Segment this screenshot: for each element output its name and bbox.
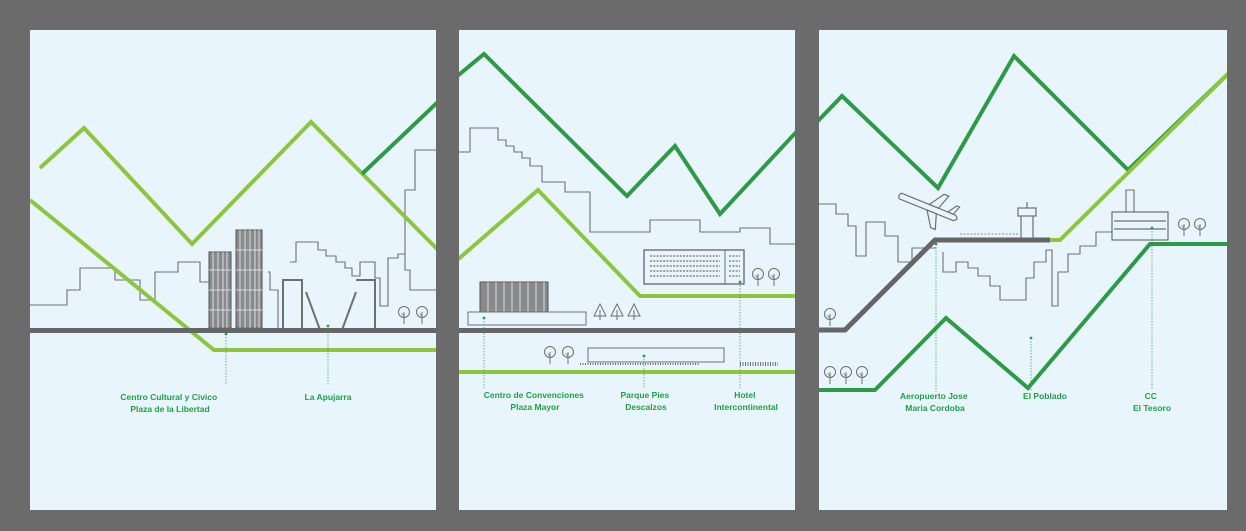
label-aeropuerto: Aeropuerto Jose Maria Cordoba [900,391,970,413]
label-centro-convenciones: Centro de Convenciones Plaza Mayor [484,390,587,412]
panel-1: Centro Cultural y Civico Plaza de la Lib… [30,30,436,510]
panel-1-light-green-route [38,119,436,251]
alpujarra-towers [282,279,376,331]
cc-el-tesoro-building [1111,211,1169,241]
label-cc-el-tesoro: CC El Tesoro [1133,391,1171,413]
panel-2-skyline [459,127,795,245]
panel-3-dark-green-ground [819,242,1227,392]
panel-1-sky [30,30,436,510]
panel-2-light-green-route [459,187,795,298]
panel-2-dark-green-route [459,51,795,218]
panel-3: Aeropuerto Jose Maria Cordoba El Poblado… [819,30,1227,510]
panel-3-sky [819,30,1227,510]
panel-1-road [30,328,436,333]
panel-2-road [459,328,795,333]
panel-3-airport-road [819,237,1050,333]
label-centro-cultural: Centro Cultural y Civico Plaza de la Lib… [120,392,219,414]
control-tower-icon [1017,202,1037,238]
label-parque-pies-descalzos: Parque Pies Descalzos [620,390,671,412]
hotel-intercontinental-building [643,249,745,285]
panel-1-light-green-ground [30,198,436,352]
label-hotel-intercontinental: Hotel Intercontinental [714,390,778,412]
panel-1-dark-green-route [360,101,436,176]
panel-3-light-green-route [1050,72,1227,242]
parque-pies-descalzos [544,346,778,366]
convention-center-building [467,281,587,326]
label-la-apujarra: La Apujarra [305,392,352,402]
airplane-icon [898,192,961,231]
panel-2: Centro de Convenciones Plaza Mayor Parqu… [459,30,795,510]
label-el-poblado: El Poblado [1023,391,1067,401]
